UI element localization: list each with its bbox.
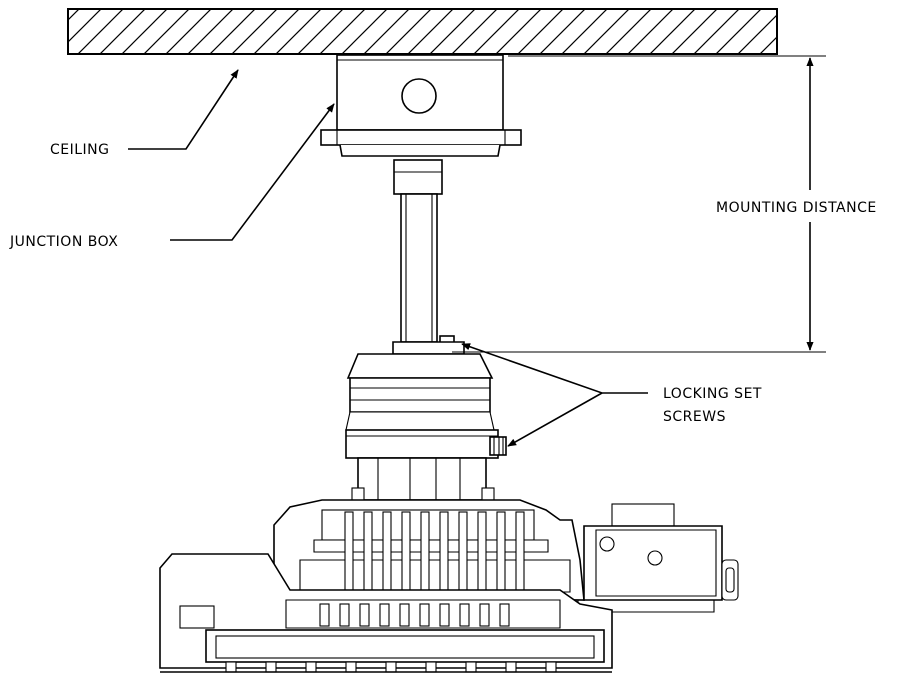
junction-box-label: JUNCTION BOX bbox=[9, 234, 118, 250]
canopy-plate bbox=[320, 129, 522, 157]
ceiling-slab bbox=[67, 8, 778, 55]
locking-set-screws-label-line1: LOCKING SET bbox=[663, 386, 762, 402]
pendant-stem bbox=[393, 159, 455, 353]
ceiling-label: CEILING bbox=[50, 142, 110, 158]
driver-box bbox=[577, 503, 739, 613]
junction-box-leader bbox=[170, 103, 335, 241]
housing-neck bbox=[351, 457, 495, 503]
upper-housing bbox=[345, 341, 507, 459]
ceiling-leader bbox=[128, 69, 239, 150]
locking-set-screws-label-line2: SCREWS bbox=[663, 409, 726, 425]
base-housing bbox=[159, 553, 613, 673]
junction-box bbox=[336, 54, 504, 131]
mounting-distance-label: MOUNTING DISTANCE bbox=[716, 200, 877, 216]
mounting-distance-dimension bbox=[452, 55, 826, 353]
heat-sink bbox=[273, 499, 585, 601]
locking-set-screws-leaders bbox=[461, 343, 648, 447]
